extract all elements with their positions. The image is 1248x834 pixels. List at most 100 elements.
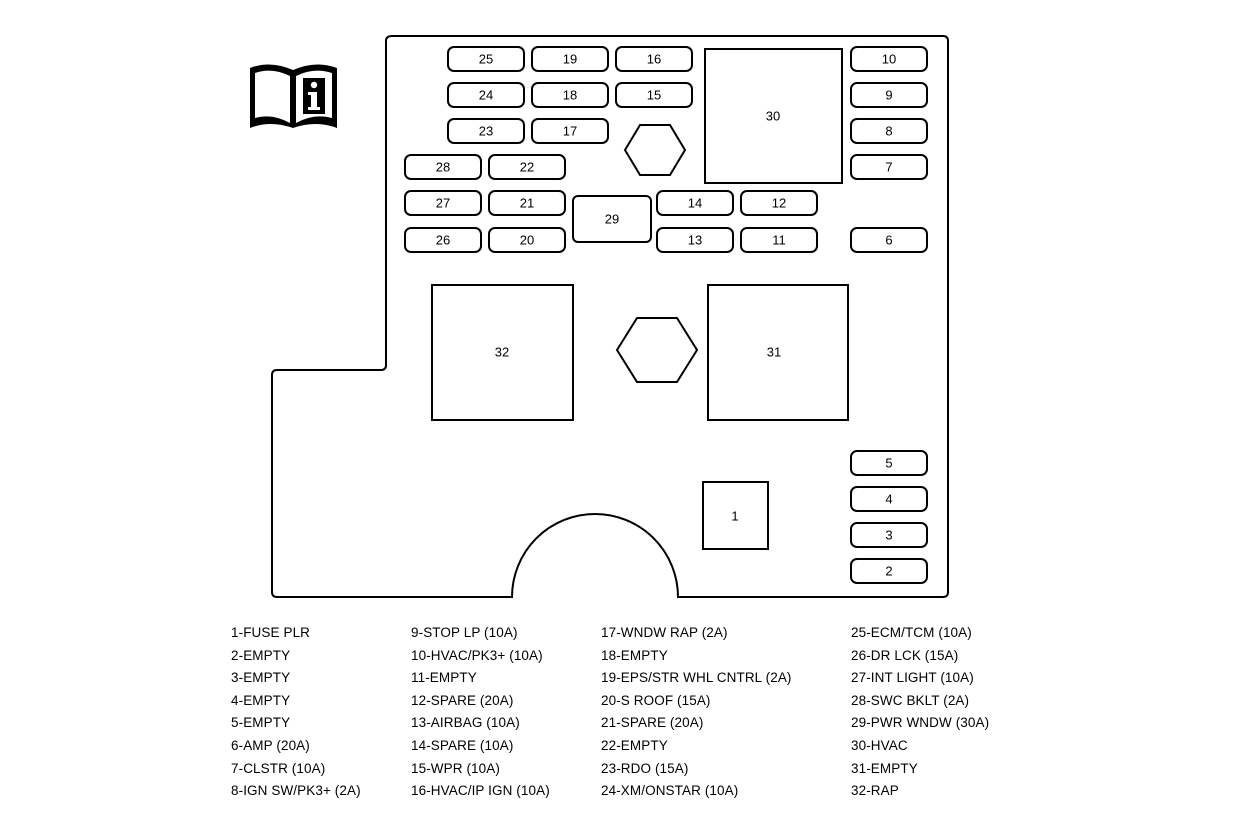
fuse-8-label: 8 [885, 124, 892, 139]
fuse-block-outline [271, 35, 949, 598]
fuse-25-label: 25 [479, 52, 493, 67]
legend-entry: 12-SPARE (20A) [411, 692, 514, 708]
fuse-8 [850, 118, 928, 144]
legend-entry: 2-EMPTY [231, 647, 291, 663]
fuse-27 [404, 190, 482, 216]
fuse-25 [447, 46, 525, 72]
legend-entry: 11-EMPTY [411, 670, 477, 686]
owners-manual-info-icon [250, 64, 337, 128]
legend-entry: 23-RDO (15A) [601, 760, 689, 776]
fuse-20 [488, 227, 566, 253]
legend-entry: 30-HVAC [851, 737, 908, 753]
fuse-6-label: 6 [885, 233, 892, 248]
fuse-15 [615, 82, 693, 108]
fuse-24 [447, 82, 525, 108]
fuse-16 [615, 46, 693, 72]
fuse-24-label: 24 [479, 88, 493, 103]
fuse-29 [572, 195, 652, 243]
legend-column-3: 17-WNDW RAP (2A) 18-EMPTY 19-EPS/STR WHL C… [601, 622, 792, 803]
legend-entry: 14-SPARE (10A) [411, 737, 514, 753]
relay-32-label: 32 [495, 345, 509, 360]
fuse-4-label: 4 [885, 492, 892, 507]
fuse-9-label: 9 [885, 88, 892, 103]
fuse-2-label: 2 [885, 564, 892, 579]
legend-entry: 32-RAP [851, 783, 899, 799]
legend-column-2: 9-STOP LP (10A)10-HVAC/PK3+ (10A)11-EMPT… [411, 622, 550, 803]
fuse-11 [740, 227, 818, 253]
relay-31-label: 31 [767, 345, 781, 360]
legend-entry: 5-EMPTY [231, 715, 291, 731]
legend-entry: 10-HVAC/PK3+ (10A) [411, 647, 543, 663]
hex-stud-upper [623, 124, 687, 176]
fuse-19 [531, 46, 609, 72]
legend-entry: 20-S ROOF (15A) [601, 692, 711, 708]
fuse-5-label: 5 [885, 456, 892, 471]
fuse-puller-1 [702, 481, 769, 550]
fuse-15-label: 15 [647, 88, 661, 103]
legend-entry: 29-PWR WNDW (30A) [851, 715, 990, 731]
fuse-9 [850, 82, 928, 108]
fuse-7-label: 7 [885, 160, 892, 175]
relay-32 [431, 284, 574, 421]
fuse-5 [850, 450, 928, 476]
legend-entry: 19-EPS/STR WHL CNTRL (2A) [601, 670, 792, 686]
legend-entry: 13-AIRBAG (10A) [411, 715, 520, 731]
fuse-28 [404, 154, 482, 180]
fuse-10-label: 10 [882, 52, 896, 67]
fuse-12-label: 12 [772, 196, 786, 211]
fuse-13-label: 13 [688, 233, 702, 248]
fuse-18 [531, 82, 609, 108]
legend-entry: 21-SPARE (20A) [601, 715, 704, 731]
fuse-3 [850, 522, 928, 548]
legend-entry: 27-INT LIGHT (10A) [851, 670, 974, 686]
fuse-4 [850, 486, 928, 512]
legend-entry: 1-FUSE PLR [231, 625, 311, 640]
hex-stud-lower [615, 317, 699, 383]
legend-entry: 15-WPR (10A) [411, 760, 500, 776]
fuse-23 [447, 118, 525, 144]
fuse-18-label: 18 [563, 88, 577, 103]
legend-entry: 7-CLSTR (10A) [231, 760, 326, 776]
fuse-6 [850, 227, 928, 253]
fuse-20-label: 20 [520, 233, 534, 248]
fuse-14-label: 14 [688, 196, 702, 211]
fuse-3-label: 3 [885, 528, 892, 543]
legend-column-4: 25-ECM/TCM (10A)26-DR LCK (15A)27-INT LI… [851, 622, 989, 803]
fuse-16-label: 16 [647, 52, 661, 67]
legend-entry: 3-EMPTY [231, 670, 291, 686]
legend-entry: 25-ECM/TCM (10A) [851, 625, 972, 640]
fuse-27-label: 27 [436, 196, 450, 211]
fuse-21 [488, 190, 566, 216]
fuse-10 [850, 46, 928, 72]
legend-entry: 8-IGN SW/PK3+ (2A) [231, 783, 361, 799]
fuse-12 [740, 190, 818, 216]
legend-entry: 31-EMPTY [851, 760, 918, 776]
fuse-21-label: 21 [520, 196, 534, 211]
fuse-26-label: 26 [436, 233, 450, 248]
legend-column-1: 1-FUSE PLR 2-EMPTY 3-EMPTY 4-EMPTY 5-EMPTY 6-… [231, 622, 361, 803]
legend-entry: 18-EMPTY [601, 647, 668, 663]
fuse-13 [656, 227, 734, 253]
legend-entry: 6-AMP (20A) [231, 737, 310, 753]
fuse-22-label: 22 [520, 160, 534, 175]
fuse-17 [531, 118, 609, 144]
relay-30-label: 30 [766, 109, 780, 124]
relay-30 [704, 48, 843, 184]
fuse-29-label: 29 [605, 212, 619, 227]
fuse-7 [850, 154, 928, 180]
fuse-26 [404, 227, 482, 253]
legend-entry: 16-HVAC/IP IGN (10A) [411, 783, 550, 799]
legend-entry: 24-XM/ONSTAR (10A) [601, 783, 739, 799]
relay-31 [707, 284, 849, 421]
fuse-19-label: 19 [563, 52, 577, 67]
fuse-11-label: 11 [772, 233, 786, 248]
legend-entry: 28-SWC BKLT (2A) [851, 692, 970, 708]
fuse-23-label: 23 [479, 124, 493, 139]
fuse-28-label: 28 [436, 160, 450, 175]
fuse-17-label: 17 [563, 124, 577, 139]
legend-entry: 4-EMPTY [231, 692, 291, 708]
fuse-14 [656, 190, 734, 216]
legend-entry: 17-WNDW RAP (2A) [601, 625, 728, 640]
fuse-2 [850, 558, 928, 584]
